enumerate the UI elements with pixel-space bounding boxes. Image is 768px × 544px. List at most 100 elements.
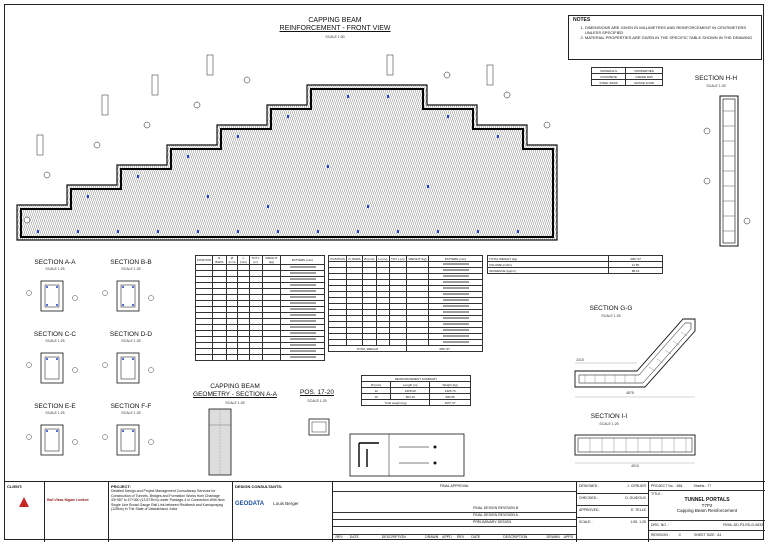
designed-value: J. CERLIER: [627, 484, 646, 488]
bar-pattern-icon: [442, 341, 469, 343]
legend-drawing: [349, 433, 465, 477]
rs-total: 4057.97: [429, 399, 471, 406]
drawing-info-cell: PROJECT No. : 664 Sheets : 77 TITLE : TU…: [649, 482, 765, 542]
revision-size-row: REVISION : C SHEET SIZE : A1: [649, 531, 765, 541]
title-block: CLIENT: Rail Vikas Nigam Limited PROJECT…: [5, 481, 765, 542]
bar-row: [327, 303, 483, 310]
bar-pattern-icon: [289, 356, 316, 358]
bar-header: L (mm): [237, 255, 250, 265]
section-cc-scale: SCALE 1:25: [45, 339, 65, 343]
pos-title-text: POS. 17-20: [300, 389, 334, 396]
section-ii-scale: SCALE 1:25: [599, 422, 619, 426]
bar-pattern-icon: [442, 287, 469, 289]
bar-pattern-icon: [442, 317, 469, 319]
bar-pattern-icon: [442, 311, 469, 313]
bar-pattern-icon: [442, 269, 469, 271]
bar-row: [194, 300, 325, 307]
bar-row: [327, 261, 483, 268]
bar-pattern-icon: [289, 332, 316, 334]
bar-total-label: TOTAL WEIGHT: [327, 345, 408, 352]
designed-row: DESIGNED : J. CERLIER: [577, 482, 648, 494]
bar-row: [327, 309, 483, 316]
bar-pattern-icon: [442, 293, 469, 295]
bar-pattern-icon: [442, 281, 469, 283]
bar-cell: [248, 354, 263, 361]
consultants-cell: DESIGN CONSULTANTS: GEODATA Louis Berger: [233, 482, 333, 542]
drawing-sheet: CAPPING BEAM REINFORCEMENT - FRONT VIEW …: [4, 4, 765, 542]
bar-schedule-right-rows: [327, 261, 483, 346]
project-cell: PROJECT: Detailed Design and Project Man…: [109, 482, 233, 542]
section-gg-scale: SCALE 1:25: [601, 314, 621, 318]
reinforcement-summary-table: REINFORCEMENT SUMMARY Ø (mm) Length (m) …: [360, 375, 471, 406]
client-name-cell: Rail Vikas Nigam Limited: [45, 482, 109, 542]
scale-value: 1:50, 1:25: [630, 520, 646, 524]
section-dd-scale: SCALE 1:25: [121, 339, 141, 343]
client-cell: CLIENT:: [5, 482, 45, 542]
bar-pattern-icon: [442, 275, 469, 277]
weight-value: 88.16: [608, 267, 663, 274]
revision-rows: FINAL DESIGN REVISION B FINAL DESIGN REV…: [333, 506, 576, 527]
approved-value: E. TELLE: [631, 508, 646, 512]
gg-dim-2: 4875: [626, 391, 634, 395]
geometry-title: CAPPING BEAM GEOMETRY - SECTION A-A SCAL…: [185, 383, 285, 407]
client-label: CLIENT:: [7, 484, 23, 489]
scale-row: SCALE : 1:50, 1:25: [577, 518, 648, 530]
ii-dim-1: 4910: [631, 464, 639, 468]
title-line3: Capping Beam Reinforcement: [676, 507, 738, 513]
title-line2: T7P2: [701, 502, 713, 508]
materials-cell: GRADE Fe500: [625, 79, 663, 86]
rev-header: DRAWN: [546, 535, 560, 539]
bar-pattern-icon: [289, 350, 316, 352]
bar-pattern-icon: [442, 335, 469, 337]
drg-label: DRG. NO. :: [651, 523, 669, 527]
section-cc-label: SECTION C-C: [33, 331, 77, 338]
sheets-value: 77: [707, 484, 712, 488]
bar-pattern-icon: [442, 263, 469, 265]
bar-row: [194, 342, 325, 349]
bar-row: [327, 273, 483, 280]
bar-pattern-icon: [289, 344, 316, 346]
checked-row: CHECKED : D. GUIDOUX: [577, 494, 648, 506]
gg-dim-1: 2410: [576, 358, 584, 362]
rvnl-logo-icon: [19, 497, 29, 507]
revision-row: PRELIMINARY DESIGN: [333, 520, 576, 527]
bar-row: [194, 306, 325, 313]
section-hh-scale: SCALE 1:25: [706, 84, 726, 88]
bar-row: [327, 297, 483, 304]
bar-pattern-icon: [289, 266, 316, 268]
bar-pattern-icon: [289, 290, 316, 292]
drg-value: RVNL-DD-P3-RD-D-0633: [723, 523, 763, 527]
project-label: PROJECT:: [111, 484, 131, 489]
bar-header: Ø (mm): [225, 255, 239, 265]
geometry-title-line1: CAPPING BEAM: [210, 383, 260, 390]
bar-cell: [237, 354, 250, 361]
front-view-title-line2: REINFORCEMENT - FRONT VIEW: [279, 25, 391, 32]
revision-header-row: REV DATE DESCRIPTION DRAWN APPD REV DATE…: [333, 534, 576, 542]
bar-header: N. BARS: [212, 255, 227, 265]
sheet-size-label: SHEET SIZE :: [694, 533, 717, 537]
rev-header: APPD: [563, 535, 574, 539]
geometry-drawing: [208, 408, 232, 476]
project-no-label: PROJECT No. :: [651, 484, 676, 488]
bar-pattern-icon: [289, 326, 316, 328]
signatures-cell: DESIGNED : J. CERLIER CHECKED : D. GUIDO…: [577, 482, 649, 542]
project-no-row: PROJECT No. : 664 Sheets : 77: [649, 482, 765, 491]
sheet-size-value: A1: [717, 533, 722, 537]
bar-cell: [261, 354, 282, 361]
sheets-label: Sheets :: [693, 484, 707, 488]
bar-pattern-icon: [289, 314, 316, 316]
rev-header: DRAWN: [425, 535, 439, 539]
title-box: TITLE : TUNNEL PORTALS T7P2 Capping Beam…: [649, 491, 765, 521]
checked-value: D. GUIDOUX: [625, 496, 646, 500]
rev-header: DESCRIPTION: [381, 535, 406, 539]
bar-header: WEIGHT (kg): [261, 255, 282, 265]
revision-value: C: [678, 533, 682, 537]
note-item: MATERIAL PROPERTIES ARE GIVEN IN THE SPE…: [585, 35, 757, 40]
bar-header: POSITION: [194, 255, 214, 265]
section-gg-drawing: [574, 318, 696, 398]
notes-box: NOTES DIMENSIONS ARE GIVEN IN MILLIMETRE…: [568, 15, 762, 60]
section-gg-label: SECTION G-G: [589, 305, 633, 312]
bar-pattern-icon: [442, 305, 469, 307]
section-aa-label: SECTION A-A: [34, 259, 76, 266]
